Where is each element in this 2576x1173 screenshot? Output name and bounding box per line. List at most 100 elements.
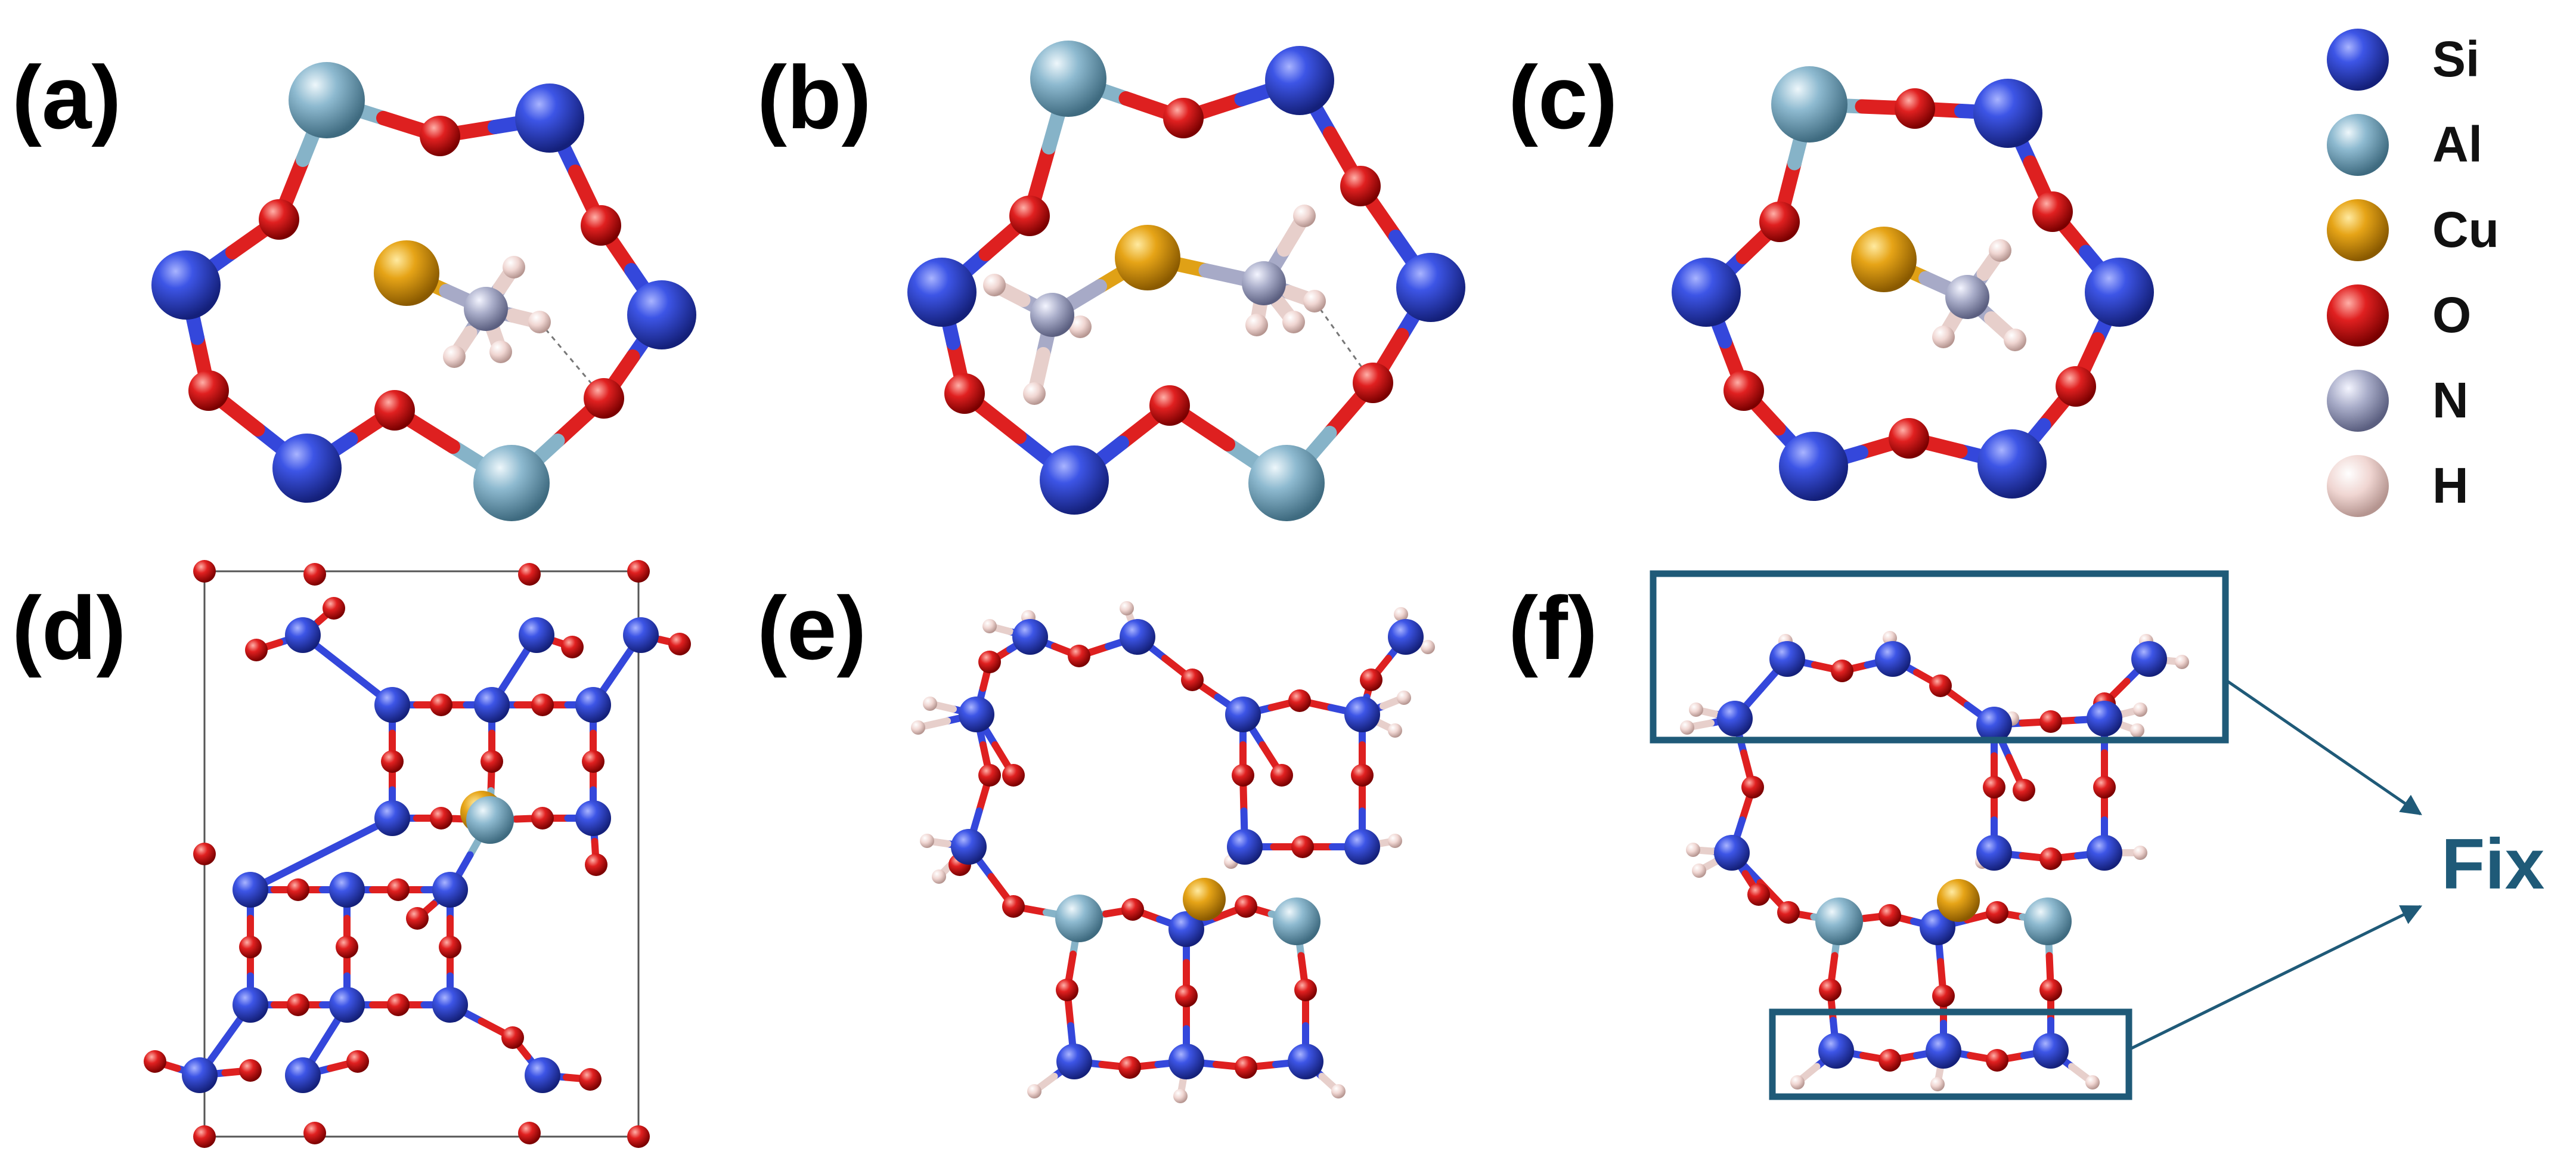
atom-h: [2130, 723, 2144, 738]
fix-arrow-bottom: [2128, 905, 2423, 1051]
atom-o: [287, 878, 309, 901]
atom-si: [233, 872, 268, 908]
atom-h: [1069, 315, 1092, 338]
atom-si: [1818, 1033, 1854, 1069]
panel-label-d: (d): [12, 578, 126, 678]
atom-si: [1265, 46, 1334, 115]
atom-h: [1245, 314, 1268, 336]
atom-o: [1175, 985, 1198, 1007]
atom-o: [193, 843, 216, 865]
atom-o: [1002, 895, 1025, 918]
atom-h: [1388, 834, 1402, 848]
atom-o: [1235, 895, 1257, 918]
atom-cu: [1115, 225, 1180, 290]
atom-o: [627, 1125, 650, 1148]
atom-o: [1986, 1049, 2008, 1072]
atom-o: [1002, 764, 1025, 787]
atom-si: [2131, 641, 2167, 677]
atom-al: [2024, 897, 2072, 945]
atom-cu: [1937, 879, 1980, 922]
atom-si: [623, 617, 659, 653]
panel-d-unit-cell-structure: [144, 560, 691, 1148]
atom-al: [1030, 41, 1106, 117]
atom-o: [518, 563, 541, 586]
panel-label-e: (e): [757, 578, 866, 678]
atom-si: [2087, 701, 2122, 736]
atom-h: [1293, 205, 1316, 227]
atom-o: [1723, 370, 1764, 411]
atom-o: [374, 390, 415, 431]
atom-cu: [1851, 227, 1917, 292]
atom-h: [2133, 846, 2147, 860]
atom-h: [1397, 691, 1411, 705]
atom-si: [285, 617, 321, 653]
legend-label-cu: Cu: [2432, 202, 2499, 258]
atom-o: [387, 878, 410, 901]
atom-o: [1009, 196, 1050, 236]
atom-o: [2039, 847, 2062, 870]
atom-si: [474, 687, 510, 723]
atom-o: [303, 563, 326, 586]
legend-swatch-h: [2327, 455, 2389, 517]
legend-label-si: Si: [2432, 31, 2479, 87]
atom-h: [1027, 1084, 1041, 1098]
atom-o: [579, 1068, 602, 1091]
atom-o: [1351, 764, 1374, 787]
atom-o: [439, 936, 461, 958]
atom-si: [1388, 619, 1424, 655]
atom-o: [2056, 366, 2096, 407]
atom-h: [1023, 382, 1046, 405]
atom-si: [151, 250, 221, 320]
atom-h: [1692, 863, 1706, 878]
hydrogen-bond-dash: [538, 321, 605, 399]
atom-o: [1889, 418, 1929, 459]
atom-h: [1989, 239, 2011, 262]
panel-e-cluster-structure: [911, 601, 1435, 1103]
atom-si: [1344, 697, 1380, 732]
atom-o: [1235, 1056, 1257, 1079]
atom-o: [1353, 363, 1393, 403]
atom-si: [1920, 909, 1955, 945]
atom-o: [2013, 779, 2035, 801]
atom-h: [1331, 1084, 1346, 1098]
atom-o: [1777, 901, 1800, 924]
atom-o: [1163, 98, 1204, 138]
atom-h: [920, 834, 934, 848]
atom-si: [1168, 1044, 1204, 1079]
atom-si: [1717, 701, 1753, 736]
atom-o: [584, 378, 624, 419]
atom-al: [1273, 897, 1320, 945]
atom-si: [525, 1057, 560, 1093]
atom-o: [188, 370, 229, 411]
atom-h: [923, 697, 937, 711]
atom-si: [1875, 641, 1911, 677]
atom-o: [1983, 776, 2005, 798]
atom-al: [466, 796, 514, 844]
atom-si: [1779, 432, 1848, 501]
atom-al: [1815, 897, 1863, 945]
panel-b-ring-structure: [907, 41, 1465, 521]
atom-o: [239, 1059, 262, 1082]
atom-n: [464, 287, 508, 331]
atom-o: [1819, 979, 1842, 1001]
atom-o: [501, 1026, 524, 1049]
legend-swatch-n: [2327, 370, 2389, 432]
atom-o: [1360, 668, 1382, 691]
atom-si: [1040, 445, 1109, 515]
atom-o: [2093, 776, 2116, 798]
atom-o: [406, 907, 429, 930]
atom-o: [978, 764, 1001, 787]
atom-o: [582, 750, 605, 773]
atom-o: [561, 636, 584, 658]
atom-si: [1714, 835, 1750, 871]
atom-o: [1291, 835, 1314, 858]
atom-si: [515, 83, 584, 153]
atom-o: [420, 116, 460, 156]
atom-o: [193, 560, 216, 583]
atom-h: [1303, 290, 1326, 312]
atom-o: [1181, 668, 1204, 691]
atom-si: [1973, 79, 2042, 148]
atom-o: [531, 807, 554, 830]
panel-label-b: (b): [757, 47, 872, 147]
atom-o: [346, 1050, 369, 1073]
